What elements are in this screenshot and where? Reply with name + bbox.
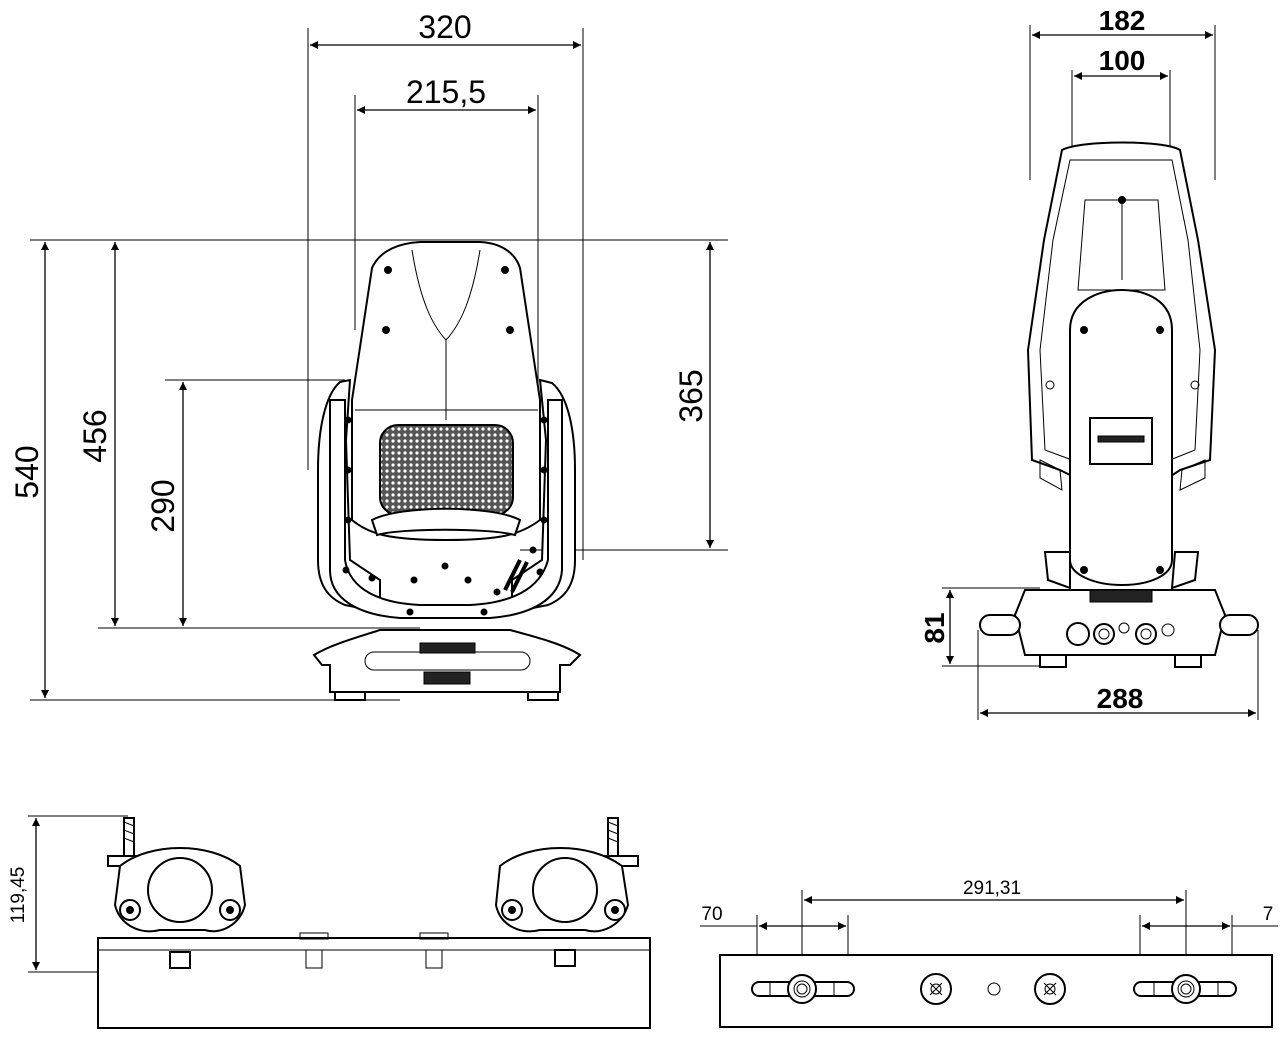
fixture-base	[312, 629, 582, 693]
dim-side-base-width: 288	[1097, 683, 1144, 714]
dim-bottom-right-offset: 7	[1263, 904, 1274, 925]
dim-side-width-inner: 100	[1099, 45, 1146, 76]
front-view: 320 215,5 540 456 290 365	[9, 9, 728, 701]
yoke-body	[329, 399, 563, 619]
dim-bottom-span: 291,31	[963, 878, 1021, 899]
dim-clamp-height: 119,45	[8, 867, 29, 924]
dim-height-head: 365	[673, 369, 709, 422]
dim-height-total: 540	[9, 445, 45, 498]
dim-bottom-left-offset: 70	[701, 904, 722, 925]
clamp-right	[494, 817, 639, 933]
side-view: 182 100 81 288	[919, 5, 1259, 720]
clamp-left	[107, 817, 247, 933]
dim-width-overall: 320	[418, 9, 471, 45]
dim-side-base-height: 81	[919, 612, 950, 643]
clamp-view: 119,45 420	[8, 815, 651, 1029]
bottom-view: 291,31 70 7	[700, 878, 1278, 1028]
dim-side-width-top: 182	[1099, 5, 1146, 36]
dim-width-head: 215,5	[406, 74, 486, 110]
dim-height-tilt: 456	[77, 409, 113, 462]
lens-grille	[379, 424, 514, 516]
dim-height-yoke: 290	[145, 479, 181, 532]
